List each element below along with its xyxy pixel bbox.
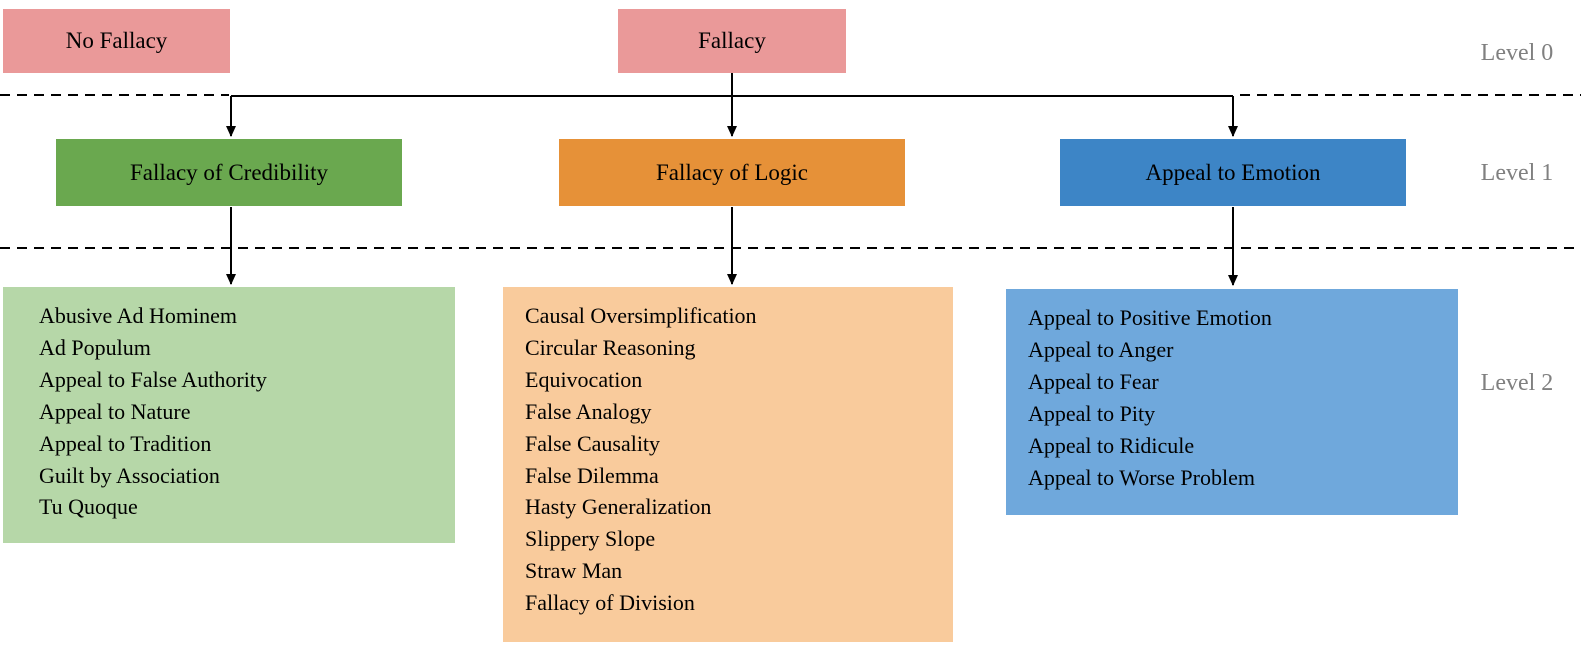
fallacy-list-item: Causal Oversimplification bbox=[525, 303, 757, 328]
fallacy-list-item: Appeal to Ridicule bbox=[1028, 432, 1195, 458]
fallacy-list-item: Ad Populum bbox=[39, 334, 151, 360]
fallacy-list-item: False Dilemma bbox=[525, 462, 659, 488]
node-no-fallacy-label: No Fallacy bbox=[65, 28, 168, 53]
fallacy-list-item: False Analogy bbox=[525, 398, 652, 424]
node-fallacy-label: Fallacy bbox=[698, 28, 766, 53]
fallacy-list-item: Appeal to Fear bbox=[1028, 368, 1159, 394]
level-2-label: Level 2 bbox=[1480, 370, 1554, 396]
node-fallacy-of-credibility-label: Fallacy of Credibility bbox=[129, 159, 328, 185]
fallacy-list-item: Appeal to Positive Emotion bbox=[1028, 305, 1272, 330]
fallacy-list-item: Straw Man bbox=[525, 558, 623, 584]
fallacy-list-item: Appeal to Worse Problem bbox=[1028, 464, 1255, 490]
level-1-label: Level 1 bbox=[1480, 160, 1554, 186]
node-fallacy-of-logic-label: Fallacy of Logic bbox=[655, 159, 808, 185]
node-appeal-to-emotion: Appeal to Emotion bbox=[1060, 139, 1406, 206]
fallacy-list-item: False Causality bbox=[525, 430, 661, 456]
node-fallacy-of-credibility: Fallacy of Credibility bbox=[56, 139, 402, 206]
node-fallacy: Fallacy bbox=[618, 9, 846, 73]
fallacy-list-item: Circular Reasoning bbox=[525, 334, 696, 360]
fallacy-list-item: Appeal to Nature bbox=[39, 398, 191, 424]
fallacy-list-item: Hasty Generalization bbox=[525, 494, 712, 520]
node-fallacy-of-logic: Fallacy of Logic bbox=[559, 139, 905, 206]
fallacy-list-item: Appeal to Pity bbox=[1028, 400, 1156, 426]
fallacy-list-item: Guilt by Association bbox=[39, 462, 220, 488]
level-0-label: Level 0 bbox=[1480, 40, 1554, 66]
fallacy-list-item: Tu Quoque bbox=[39, 494, 138, 520]
fallacy-list-item: Abusive Ad Hominem bbox=[39, 303, 237, 328]
fallacy-list-item: Appeal to False Authority bbox=[39, 366, 267, 392]
node-appeal-to-emotion-label: Appeal to Emotion bbox=[1145, 159, 1321, 185]
fallacy-list-item: Fallacy of Division bbox=[525, 590, 695, 616]
fallacy-list-item: Equivocation bbox=[525, 366, 643, 392]
fallacy-list-item: Appeal to Anger bbox=[1028, 336, 1174, 362]
node-no-fallacy: No Fallacy bbox=[3, 9, 230, 73]
fallacy-list-item: Appeal to Tradition bbox=[39, 430, 212, 456]
fallacy-list-item: Slippery Slope bbox=[525, 526, 656, 552]
